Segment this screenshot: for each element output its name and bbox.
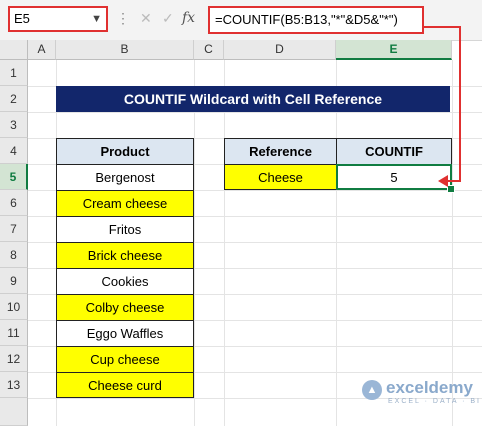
insert-function-icon[interactable]: fx: [182, 10, 196, 26]
countif-header-cell[interactable]: COUNTIF: [336, 138, 452, 165]
exceldemy-logo-icon: ▲: [362, 380, 382, 400]
reference-header-cell[interactable]: Reference: [224, 138, 337, 165]
name-box-value: E5: [14, 11, 30, 26]
worksheet-grid: A B C D E 1 2 3 4 5 6 7 8 9 10 11 12 13 …: [0, 40, 482, 426]
select-all-corner[interactable]: [0, 40, 28, 60]
formula-input[interactable]: =COUNTIF(B5:B13,"*"&D5&"*"): [208, 6, 424, 34]
column-header-a[interactable]: A: [28, 40, 56, 60]
row-header-2[interactable]: 2: [0, 86, 28, 112]
row-header-13[interactable]: 13: [0, 372, 28, 398]
row-header-9[interactable]: 9: [0, 268, 28, 294]
result-cell-e5[interactable]: 5: [336, 164, 452, 190]
sheet-title[interactable]: COUNTIF Wildcard with Cell Reference: [56, 86, 450, 112]
column-header-c[interactable]: C: [194, 40, 224, 60]
callout-line: [446, 180, 461, 182]
enter-icon[interactable]: ✓: [162, 10, 174, 26]
product-cell[interactable]: Eggo Waffles: [56, 320, 194, 347]
row-header-11[interactable]: 11: [0, 320, 28, 346]
product-header-cell[interactable]: Product: [56, 138, 194, 165]
gridline: [28, 320, 482, 321]
gridline: [28, 242, 482, 243]
gridline: [28, 112, 482, 113]
formula-buttons: ✕ ✓ fx: [134, 8, 202, 30]
cancel-icon[interactable]: ✕: [140, 10, 152, 26]
fill-handle[interactable]: [447, 185, 455, 193]
column-header-b[interactable]: B: [56, 40, 194, 60]
column-header-d[interactable]: D: [224, 40, 336, 60]
callout-line: [424, 26, 461, 28]
product-cell[interactable]: Cup cheese: [56, 346, 194, 373]
formula-bar-area: E5 ▼ ⋮ ✕ ✓ fx =COUNTIF(B5:B13,"*"&D5&"*"…: [0, 0, 482, 41]
row-header-5[interactable]: 5: [0, 164, 28, 190]
row-header-4[interactable]: 4: [0, 138, 28, 164]
row-header-3[interactable]: 3: [0, 112, 28, 138]
product-cell[interactable]: Colby cheese: [56, 294, 194, 321]
gridline: [28, 268, 482, 269]
gridline: [28, 294, 482, 295]
row-header-7[interactable]: 7: [0, 216, 28, 242]
gridline: [194, 60, 195, 426]
callout-line: [459, 26, 461, 180]
gridline: [452, 60, 453, 426]
product-cell[interactable]: Cheese curd: [56, 372, 194, 398]
row-header-14[interactable]: [0, 398, 28, 426]
column-header-e[interactable]: E: [336, 40, 452, 60]
row-header-12[interactable]: 12: [0, 346, 28, 372]
product-cell[interactable]: Fritos: [56, 216, 194, 243]
row-header-1[interactable]: 1: [0, 60, 28, 86]
watermark-name: exceldemy: [386, 378, 473, 397]
gridline: [28, 372, 482, 373]
gridline: [28, 190, 482, 191]
row-header-6[interactable]: 6: [0, 190, 28, 216]
arrow-left-icon: [438, 175, 448, 187]
product-cell[interactable]: Brick cheese: [56, 242, 194, 269]
reference-value-cell[interactable]: Cheese: [224, 164, 337, 190]
watermark-tagline: EXCEL · DATA · BI: [388, 398, 481, 405]
product-cell[interactable]: Cream cheese: [56, 190, 194, 217]
gridline: [28, 398, 482, 399]
row-header-8[interactable]: 8: [0, 242, 28, 268]
product-cell[interactable]: Bergenost: [56, 164, 194, 191]
chevron-down-icon[interactable]: ▼: [91, 13, 102, 25]
gridline: [28, 216, 482, 217]
name-box[interactable]: E5 ▼: [8, 6, 108, 32]
gridline: [28, 346, 482, 347]
gridline: [336, 60, 337, 426]
product-cell[interactable]: Cookies: [56, 268, 194, 295]
more-options-icon: ⋮: [116, 10, 130, 26]
row-header-10[interactable]: 10: [0, 294, 28, 320]
gridline: [224, 60, 225, 426]
